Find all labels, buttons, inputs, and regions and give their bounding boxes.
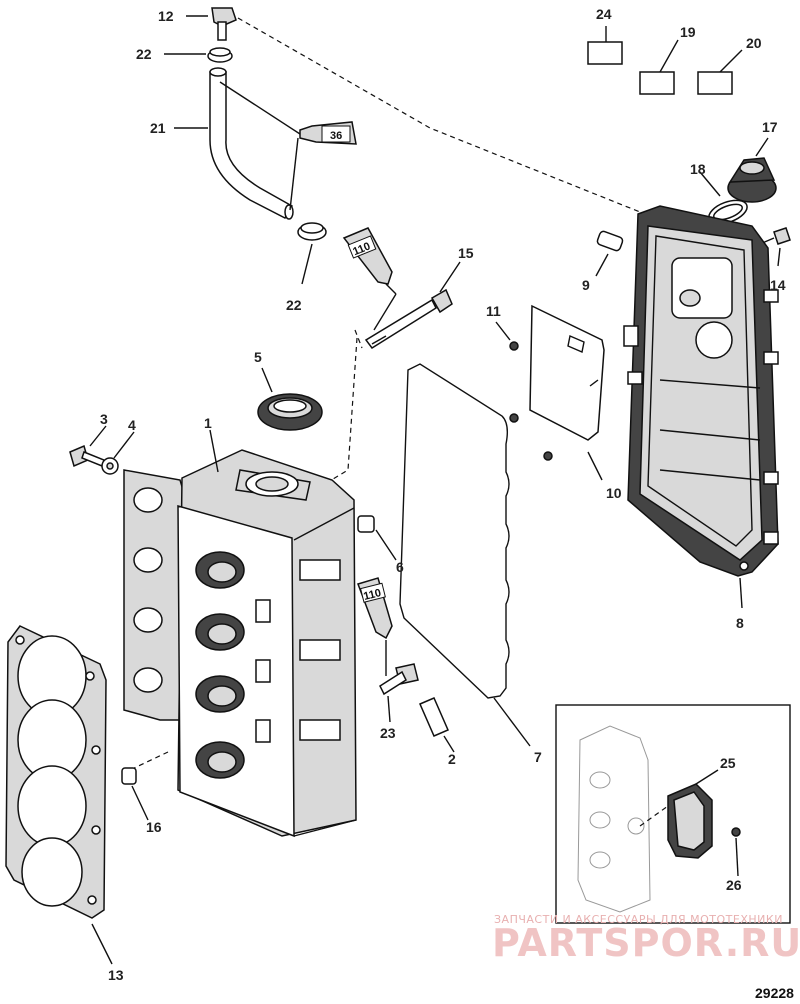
callout-17: 17 bbox=[762, 119, 778, 135]
seal-ring bbox=[257, 393, 323, 431]
callout-11: 11 bbox=[486, 303, 501, 319]
label-plate-20 bbox=[697, 71, 733, 95]
callout-12: 12 bbox=[158, 8, 174, 24]
screw-26 bbox=[731, 827, 741, 837]
hose bbox=[209, 67, 294, 220]
plate-10 bbox=[529, 304, 605, 441]
callout-7: 7 bbox=[534, 749, 542, 765]
combustion-chamber bbox=[195, 551, 245, 589]
watermark: ЗАПЧАСТИ И АКСЕССУАРЫ ДЛЯ МОТОТЕХНИКИ PA… bbox=[492, 913, 800, 965]
small-screw bbox=[543, 451, 553, 461]
callout-23: 23 bbox=[380, 725, 396, 741]
fitting-23 bbox=[379, 663, 419, 696]
leader-tube-hose bbox=[289, 137, 299, 211]
sealant-tube-110-lower: 110 bbox=[357, 577, 393, 640]
sealant-tube-36: 36 bbox=[299, 121, 357, 145]
callout-21: 21 bbox=[150, 120, 166, 136]
callout-26: 26 bbox=[726, 877, 742, 893]
exhaust-manifold-side bbox=[123, 469, 187, 721]
callout-25: 25 bbox=[720, 755, 736, 771]
watermark-logo: PARTSPOR.RU bbox=[492, 921, 800, 965]
hose-clamp-upper bbox=[207, 47, 233, 63]
hose-clamp-lower bbox=[297, 222, 327, 241]
callout-20: 20 bbox=[746, 35, 762, 51]
head-gasket bbox=[5, 625, 107, 919]
long-bolt bbox=[364, 288, 453, 350]
inset-head-outline bbox=[577, 725, 651, 913]
combustion-chamber bbox=[195, 613, 245, 651]
tube-label-110-lower: 110 bbox=[362, 587, 382, 603]
leader-21-tube bbox=[219, 81, 301, 135]
callout-2: 2 bbox=[448, 751, 456, 767]
valve-cover bbox=[623, 205, 779, 577]
callout-8: 8 bbox=[736, 615, 744, 631]
dowel-16 bbox=[121, 767, 137, 785]
small-screw bbox=[509, 341, 519, 351]
callout-13: 13 bbox=[108, 967, 124, 983]
callout-19: 19 bbox=[680, 24, 696, 40]
tube-label-36: 36 bbox=[330, 130, 342, 142]
bolt-3 bbox=[69, 444, 105, 468]
callout-3: 3 bbox=[100, 411, 108, 427]
sealant-tube-110-upper: 110 bbox=[342, 227, 393, 285]
callout-14: 14 bbox=[770, 277, 786, 293]
label-plate-19 bbox=[639, 71, 675, 95]
callout-15: 15 bbox=[458, 245, 474, 261]
leader-lines bbox=[89, 15, 781, 965]
callout-5: 5 bbox=[254, 349, 262, 365]
cover-gasket bbox=[399, 363, 510, 699]
small-screw bbox=[509, 413, 519, 423]
callout-22-upper: 22 bbox=[136, 46, 152, 62]
oil-filler-cap bbox=[727, 157, 777, 203]
combustion-chamber bbox=[195, 741, 245, 779]
callout-1: 1 bbox=[204, 415, 212, 431]
inset-detail bbox=[555, 704, 791, 924]
figure-number: 29228 bbox=[755, 985, 794, 1001]
callout-16: 16 bbox=[146, 819, 162, 835]
elbow-fitting bbox=[211, 7, 237, 41]
callout-numbers: 12 22 21 22 24 19 20 17 18 14 9 15 11 10… bbox=[100, 6, 786, 983]
combustion-chamber bbox=[195, 675, 245, 713]
callout-6: 6 bbox=[396, 559, 404, 575]
callout-9: 9 bbox=[582, 277, 590, 293]
washer-4 bbox=[101, 457, 119, 475]
callout-18: 18 bbox=[690, 161, 706, 177]
dowel-6 bbox=[357, 515, 375, 533]
dowel-9 bbox=[596, 230, 624, 252]
dowel-2 bbox=[419, 697, 449, 737]
callout-24: 24 bbox=[596, 6, 612, 22]
cylinder-head bbox=[177, 449, 357, 838]
bolt-14 bbox=[759, 227, 791, 245]
cover-plate-25 bbox=[667, 783, 713, 859]
watermark-caption: ЗАПЧАСТИ И АКСЕССУАРЫ ДЛЯ МОТОТЕХНИКИ bbox=[494, 913, 783, 926]
callout-4: 4 bbox=[128, 417, 136, 433]
callout-22-lower: 22 bbox=[286, 297, 302, 313]
label-plate-24 bbox=[587, 41, 623, 65]
callout-10: 10 bbox=[606, 485, 622, 501]
